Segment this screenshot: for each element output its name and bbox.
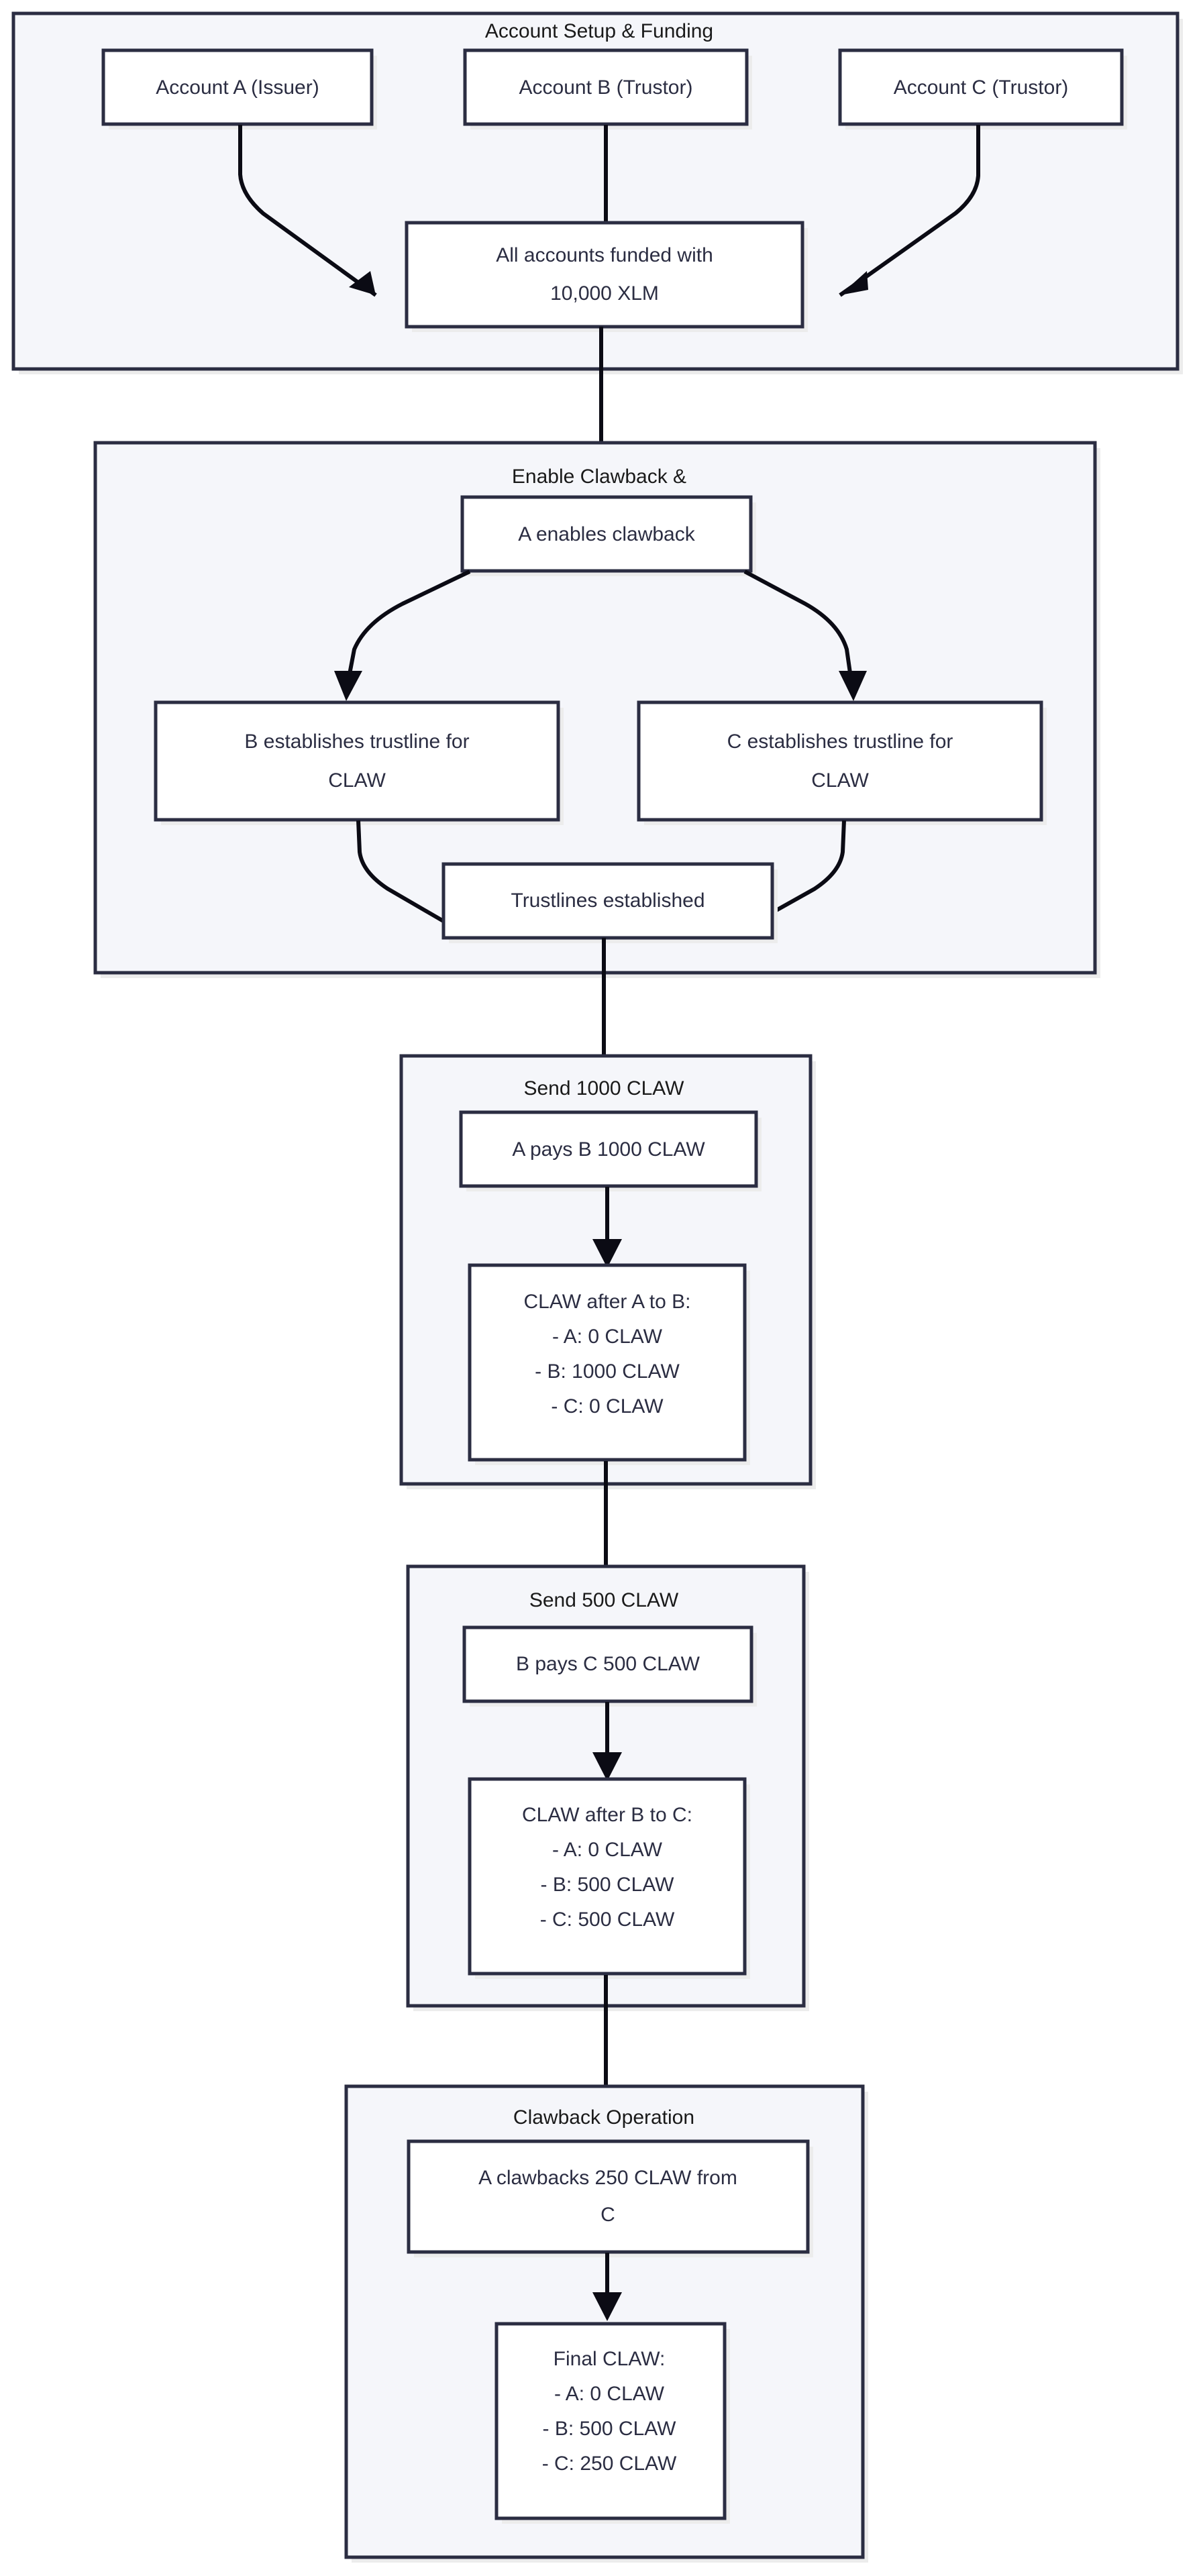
node-account-a-rect (101, 48, 374, 126)
edge-enable-to-c-trustline (743, 570, 867, 701)
node-b-trustline-label-line2: CLAW (328, 769, 386, 792)
node-final-balance[interactable]: Final CLAW: - A: 0 CLAW - B: 500 CLAW - … (494, 2322, 730, 2524)
node-c-trustline-rect (637, 700, 1043, 822)
node-account-a[interactable]: Account A (Issuer) (101, 48, 377, 129)
edge-b-pays-c-to-balance2 (592, 1702, 622, 1781)
node-clawback-label-line2: C (600, 2204, 615, 2226)
edge-account-a-to-funded (238, 125, 377, 297)
node-balance-after-b-to-c[interactable]: CLAW after B to C: - A: 0 CLAW - B: 500 … (468, 1777, 750, 1979)
node-final-rect (494, 2322, 727, 2520)
node-b-trustline-label-line1: B establishes trustline for (244, 731, 469, 753)
node-funded-label-line1: All accounts funded with (496, 244, 713, 266)
cluster-4-title: Send 500 CLAW (529, 1589, 679, 1611)
edge-a-pays-b-to-balance1 (592, 1187, 622, 1268)
node-trustlines-rect (441, 862, 774, 940)
node-enable-rect (460, 495, 753, 573)
node-clawback-label-line1: A clawbacks 250 CLAW from (478, 2167, 737, 2189)
node-trustlines-established[interactable]: Trustlines established (441, 862, 778, 943)
edge-clawback-to-final (592, 2253, 622, 2321)
node-c-trustline-label-line1: C establishes trustline for (727, 731, 953, 753)
node-account-b-label: Account B (Trustor) (519, 76, 693, 99)
node-balance1-rect (468, 1263, 747, 1462)
node-trustlines-label: Trustlines established (511, 890, 704, 912)
node-a-pays-b-label: A pays B 1000 CLAW (512, 1138, 705, 1161)
node-balance2-line3: - B: 500 CLAW (541, 1874, 675, 1896)
cluster-2-title: Enable Clawback & (512, 466, 686, 488)
node-b-trustline-rect (154, 700, 560, 822)
node-a-pays-b[interactable]: A pays B 1000 CLAW (459, 1110, 762, 1191)
node-b-pays-c-rect (462, 1625, 753, 1703)
node-b-trustline[interactable]: B establishes trustline for CLAW (154, 700, 564, 825)
node-enable-label: A enables clawback (518, 523, 695, 545)
node-a-clawbacks[interactable]: A clawbacks 250 CLAW from C (407, 2139, 813, 2257)
node-b-pays-c[interactable]: B pays C 500 CLAW (462, 1625, 757, 1707)
node-balance1-line3: - B: 1000 CLAW (535, 1360, 680, 1383)
node-account-c-rect (838, 48, 1124, 126)
node-account-b-rect (463, 48, 749, 126)
node-final-line1: Final CLAW: (554, 2348, 666, 2370)
node-final-line4: - C: 250 CLAW (542, 2453, 677, 2475)
node-balance1-line1: CLAW after A to B: (524, 1291, 691, 1313)
node-account-a-label: Account A (Issuer) (156, 76, 319, 99)
cluster-3-title: Send 1000 CLAW (523, 1077, 684, 1099)
node-balance1-line2: - A: 0 CLAW (552, 1326, 663, 1348)
node-funded-label-line2: 10,000 XLM (550, 282, 659, 305)
edge-account-c-to-funded (839, 125, 980, 297)
node-account-c-label: Account C (Trustor) (894, 76, 1069, 99)
node-account-b[interactable]: Account B (Trustor) (463, 48, 752, 129)
node-account-c[interactable]: Account C (Trustor) (838, 48, 1127, 129)
node-balance2-line2: - A: 0 CLAW (552, 1839, 663, 1861)
node-funded-rect (405, 221, 804, 329)
cluster-1-title: Account Setup & Funding (485, 20, 713, 42)
node-balance2-rect (468, 1777, 747, 1976)
node-c-trustline-label-line2: CLAW (811, 769, 869, 792)
node-balance-after-a-to-b[interactable]: CLAW after A to B: - A: 0 CLAW - B: 1000… (468, 1263, 750, 1465)
node-all-accounts-funded[interactable]: All accounts funded with 10,000 XLM (405, 221, 808, 332)
node-balance2-line1: CLAW after B to C: (522, 1804, 692, 1826)
node-balance2-line4: - C: 500 CLAW (540, 1909, 675, 1931)
node-balance1-line4: - C: 0 CLAW (551, 1395, 664, 1417)
node-a-pays-b-rect (459, 1110, 758, 1188)
node-final-line2: - A: 0 CLAW (554, 2383, 665, 2405)
cluster-5-title: Clawback Operation (513, 2106, 694, 2129)
node-final-line3: - B: 500 CLAW (543, 2418, 677, 2440)
node-a-enables-clawback[interactable]: A enables clawback (460, 495, 756, 576)
edge-enable-to-b-trustline (334, 570, 471, 701)
node-c-trustline[interactable]: C establishes trustline for CLAW (637, 700, 1047, 825)
node-clawback-rect (407, 2139, 810, 2254)
node-b-pays-c-label: B pays C 500 CLAW (516, 1653, 700, 1675)
